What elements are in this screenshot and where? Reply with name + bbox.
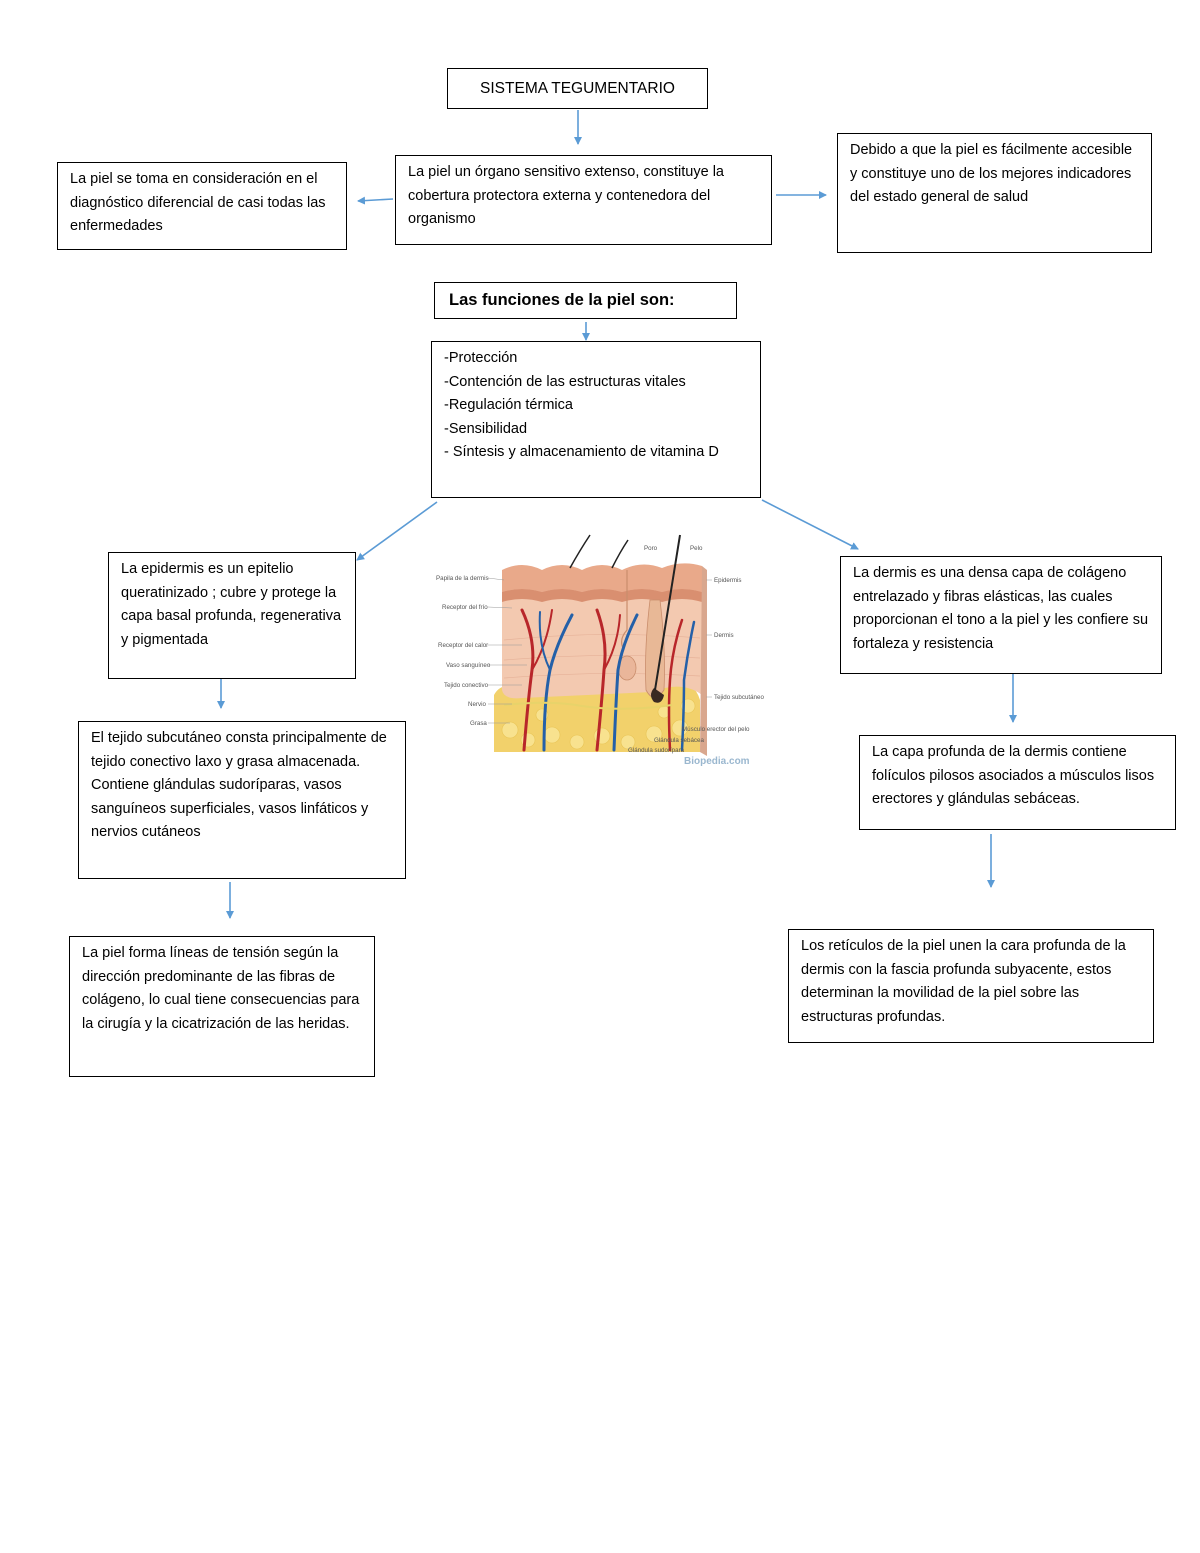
label-epidermis: Epidermis xyxy=(714,577,742,584)
arrow-functions-to-dermis xyxy=(762,500,858,549)
function-item: -Sensibilidad xyxy=(444,418,748,442)
label-tejido-subcutaneo: Tejido subcutáneo xyxy=(714,694,764,701)
subcutaneo-text: El tejido subcutáneo consta principalmen… xyxy=(91,730,387,840)
label-vaso-sanguineo: Vaso sanguíneo xyxy=(446,662,491,669)
arrow-center-to-left xyxy=(358,199,393,201)
label-poro: Poro xyxy=(644,545,658,552)
right-box: Debido a que la piel es fácilmente acces… xyxy=(837,133,1152,253)
label-tejido-conectivo: Tejido conectivo xyxy=(444,682,489,689)
reticulos-text: Los retículos de la piel unen la cara pr… xyxy=(801,938,1126,1025)
lineas-tension-text: La piel forma líneas de tensión según la… xyxy=(82,945,359,1032)
epidermis-box: La epidermis es un epitelio queratinizad… xyxy=(108,552,356,679)
left-box: La piel se toma en consideración en el d… xyxy=(57,162,347,250)
label-grasa: Grasa xyxy=(470,720,487,727)
reticulos-box: Los retículos de la piel unen la cara pr… xyxy=(788,929,1154,1043)
function-item: -Regulación térmica xyxy=(444,394,748,418)
subcutaneo-box: El tejido subcutáneo consta principalmen… xyxy=(78,721,406,879)
title-text: SISTEMA TEGUMENTARIO xyxy=(480,80,675,97)
capa-profunda-text: La capa profunda de la dermis contiene f… xyxy=(872,744,1154,807)
label-nervio: Nervio xyxy=(468,701,486,708)
skin-cross-section-image: Papila de la dermis Receptor del frío Re… xyxy=(432,530,772,775)
arrow-functions-to-epidermis xyxy=(357,502,437,560)
label-papila: Papila de la dermis xyxy=(436,575,489,582)
epidermis-text: La epidermis es un epitelio queratinizad… xyxy=(121,561,341,648)
left-text: La piel se toma en consideración en el d… xyxy=(70,171,326,234)
label-glandula-sebacea: Glándula sebácea xyxy=(654,737,704,744)
title-box: SISTEMA TEGUMENTARIO xyxy=(447,68,708,109)
functions-heading-text: Las funciones de la piel son: xyxy=(449,291,675,309)
dermis-text: La dermis es una densa capa de colágeno … xyxy=(853,565,1148,652)
label-receptor-calor: Receptor del calor xyxy=(438,642,488,649)
functions-heading-box: Las funciones de la piel son: xyxy=(434,282,737,319)
dermis-box: La dermis es una densa capa de colágeno … xyxy=(840,556,1162,674)
label-dermis: Dermis xyxy=(714,632,734,639)
label-receptor-frio: Receptor del frío xyxy=(442,604,488,611)
label-pelo: Pelo xyxy=(690,545,703,552)
center-text: La piel un órgano sensitivo extenso, con… xyxy=(408,164,724,227)
center-box: La piel un órgano sensitivo extenso, con… xyxy=(395,155,772,245)
function-item: -Contención de las estructuras vitales xyxy=(444,371,748,395)
label-glandula-sudoripara: Glándula sudorípara xyxy=(628,747,685,754)
capa-profunda-box: La capa profunda de la dermis contiene f… xyxy=(859,735,1176,830)
function-item: - Síntesis y almacenamiento de vitamina … xyxy=(444,441,748,465)
lineas-tension-box: La piel forma líneas de tensión según la… xyxy=(69,936,375,1077)
functions-box: -Protección -Contención de las estructur… xyxy=(431,341,761,498)
label-musculo-erector: Músculo erector del pelo xyxy=(682,726,750,733)
figure-watermark: Biopedia.com xyxy=(684,756,750,767)
right-text: Debido a que la piel es fácilmente acces… xyxy=(850,142,1132,205)
function-item: -Protección xyxy=(444,347,748,371)
